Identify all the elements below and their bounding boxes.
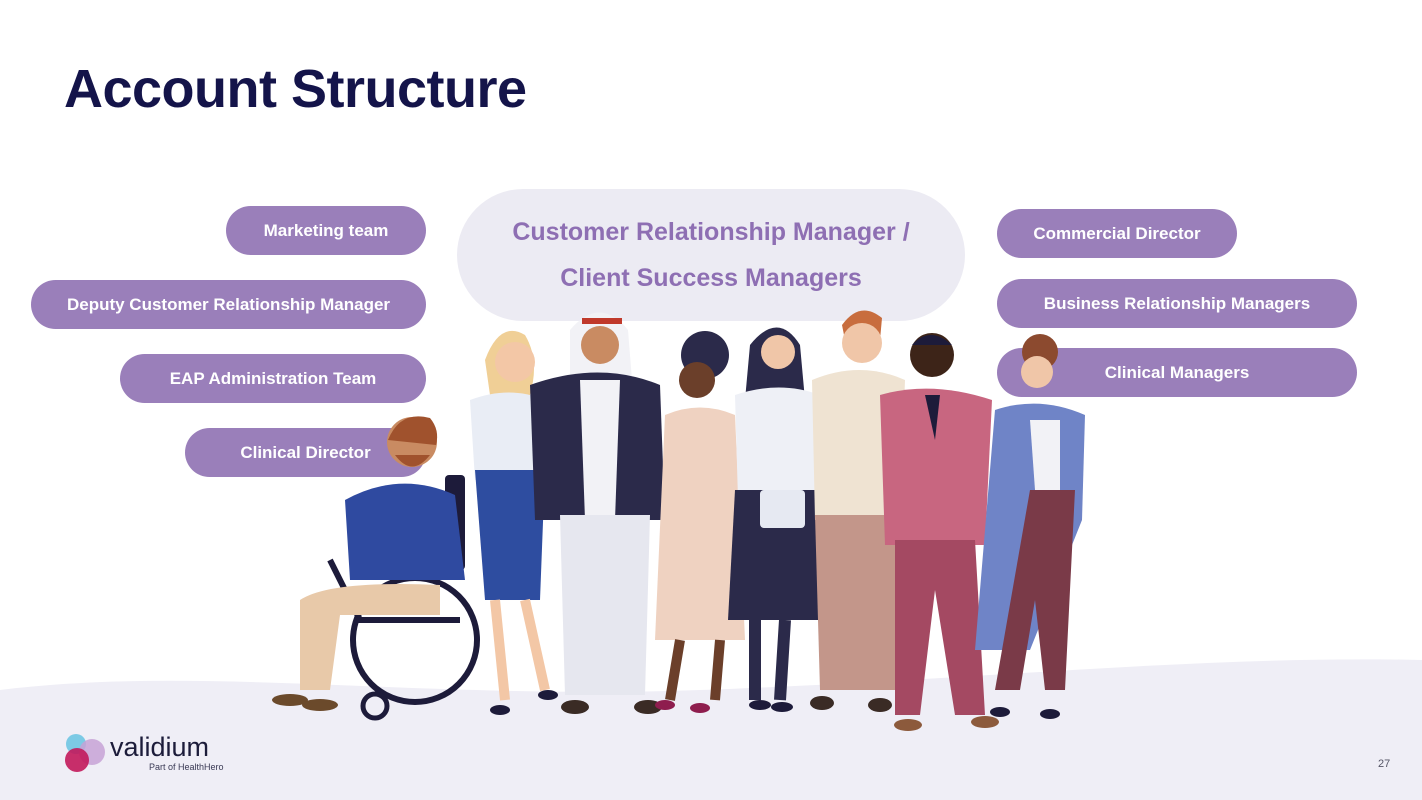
- role-pill-clinical-director: Clinical Director: [185, 428, 426, 477]
- role-pill-commercial-director: Commercial Director: [997, 209, 1237, 258]
- person-wheelchair-icon: [272, 416, 480, 721]
- logo-tagline: Part of HealthHero: [149, 762, 224, 772]
- logo-wordmark: validium: [110, 732, 210, 762]
- role-pill-eap-admin: EAP Administration Team: [120, 354, 426, 403]
- role-pill-business-relationship-managers: Business Relationship Managers: [997, 279, 1357, 328]
- person-beige-dress-woman-icon: [655, 331, 745, 713]
- slide-title: Account Structure: [64, 59, 527, 119]
- validium-logo-icon: [65, 734, 105, 772]
- center-role-bubble: Customer Relationship Manager / Client S…: [457, 189, 965, 321]
- center-role-line-2: Client Success Managers: [560, 264, 862, 292]
- person-keffiyeh-man-icon: [530, 312, 665, 714]
- person-hijab-woman-icon: [728, 327, 825, 712]
- person-blue-coat-woman-icon: [975, 334, 1085, 719]
- center-role-line-1: Customer Relationship Manager /: [512, 218, 910, 246]
- person-pink-suit-man-icon: [880, 333, 999, 731]
- page-number: 27: [1378, 758, 1391, 770]
- person-blonde-woman-icon: [470, 330, 558, 715]
- role-pill-deputy-crm: Deputy Customer Relationship Manager: [31, 280, 426, 329]
- role-pill-marketing-team: Marketing team: [226, 206, 426, 255]
- role-pill-clinical-managers: Clinical Managers: [997, 348, 1357, 397]
